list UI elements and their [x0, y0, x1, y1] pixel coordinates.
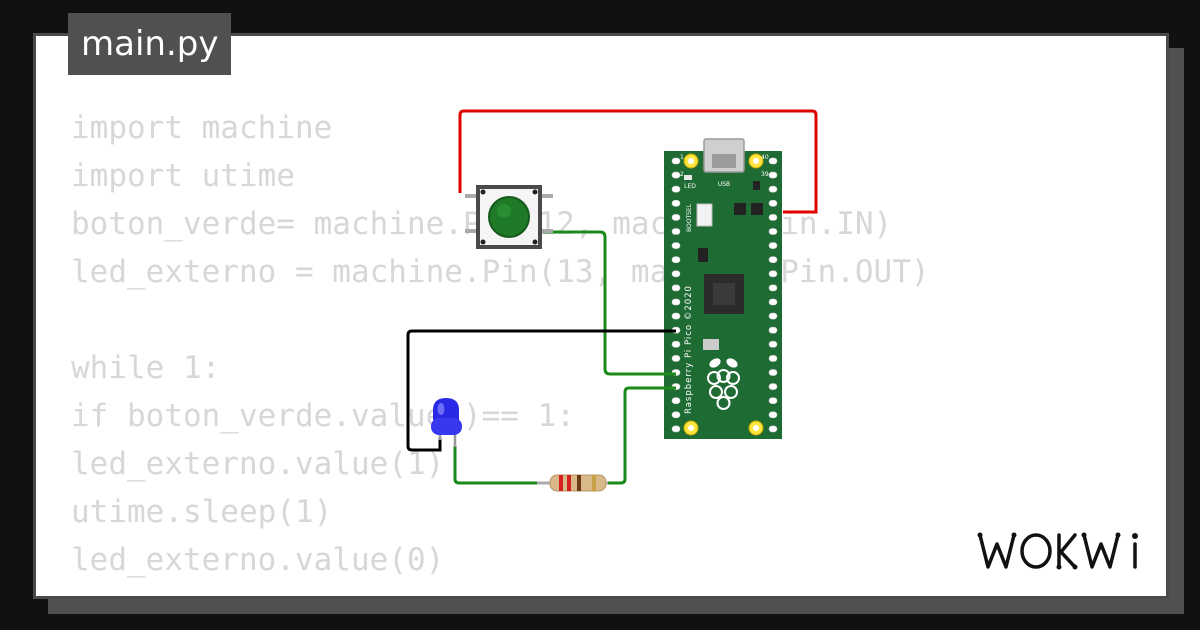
board-label: Raspberry Pi Pico ©2020	[684, 285, 694, 414]
pin-hole[interactable]	[768, 326, 778, 334]
chip-component	[753, 181, 760, 190]
raspberry-logo	[707, 358, 740, 410]
code-line: import machine	[71, 110, 333, 146]
pin-hole[interactable]	[768, 200, 778, 207]
pin-hole[interactable]	[671, 425, 681, 433]
pin-hole[interactable]	[671, 397, 681, 405]
resistor-component[interactable]	[537, 474, 608, 492]
pin-hole[interactable]	[768, 185, 778, 193]
code-line: led_externo.value(1)	[71, 446, 445, 482]
wire-green-resistor[interactable]	[608, 386, 676, 485]
pin-hole[interactable]	[671, 256, 681, 264]
pin-hole[interactable]	[768, 157, 778, 165]
pico-board[interactable]: LED USB 1 2 39 40 BOOTSEL Raspberry Pi P…	[664, 138, 782, 439]
wire-red-3v3[interactable]	[458, 109, 818, 214]
pin-label-2: 2	[680, 171, 684, 178]
usb-label: USB	[718, 181, 730, 188]
pin-label-39: 39	[761, 171, 769, 178]
pin-hole[interactable]	[671, 171, 681, 179]
pin-hole[interactable]	[671, 185, 681, 193]
pin-label-1: 1	[680, 154, 684, 161]
code-line: led_externo.value(0)	[71, 542, 445, 578]
bootsel-label: BOOTSEL	[686, 203, 693, 232]
pin-hole[interactable]	[768, 284, 778, 292]
pin-hole[interactable]	[671, 298, 681, 306]
pin-hole[interactable]	[671, 312, 681, 320]
push-button-component[interactable]	[465, 185, 553, 249]
pin-hole[interactable]	[671, 214, 681, 221]
usb-port	[712, 154, 736, 168]
pin-hole[interactable]	[768, 298, 778, 306]
bootsel-button[interactable]	[696, 203, 713, 227]
pin-hole[interactable]	[768, 425, 778, 433]
pin-hole[interactable]	[768, 355, 778, 362]
pin-hole[interactable]	[671, 228, 681, 235]
chip-component	[751, 203, 763, 215]
wire-green-button[interactable]	[543, 230, 676, 376]
pin-hole[interactable]	[768, 214, 778, 221]
code-line: utime.sleep(1)	[71, 494, 333, 530]
pin-hole[interactable]	[768, 256, 778, 264]
code-line: while 1:	[71, 350, 221, 386]
pin-label-40: 40	[761, 154, 769, 161]
pin-hole[interactable]	[671, 200, 681, 207]
file-tab-main-py[interactable]: main.py	[68, 13, 232, 75]
pin-hole[interactable]	[768, 270, 778, 278]
pin-hole[interactable]	[768, 397, 778, 405]
pin-hole[interactable]	[671, 242, 681, 249]
pin-hole[interactable]	[671, 284, 681, 292]
led-dome	[433, 398, 459, 420]
pin-header-right	[768, 157, 778, 433]
pin-hole[interactable]	[768, 228, 778, 235]
wire-black-ground[interactable]	[406, 329, 676, 452]
pin-hole[interactable]	[671, 411, 681, 419]
pin-hole[interactable]	[768, 340, 778, 348]
pin-hole[interactable]	[671, 340, 681, 348]
pin-hole[interactable]	[768, 312, 778, 320]
pin-hole[interactable]	[768, 383, 778, 390]
wire-green-led[interactable]	[453, 446, 537, 485]
led-label: LED	[684, 183, 696, 190]
wokwi-logo-mark	[977, 532, 1138, 570]
pin-hole[interactable]	[768, 171, 778, 179]
pin-hole[interactable]	[768, 242, 778, 249]
pin-hole[interactable]	[671, 270, 681, 278]
wokwi-logo[interactable]	[975, 524, 1151, 581]
crystal	[703, 339, 719, 350]
chip-component	[698, 248, 708, 262]
pin-hole[interactable]	[671, 355, 681, 362]
onboard-led	[684, 175, 692, 180]
chip-component	[734, 203, 746, 215]
button-cap[interactable]	[488, 196, 530, 238]
pin-hole[interactable]	[768, 411, 778, 419]
pin-hole[interactable]	[768, 369, 778, 376]
code-line: import utime	[71, 158, 295, 194]
blue-led-component[interactable]	[431, 398, 462, 447]
pin-hole[interactable]	[671, 157, 681, 165]
